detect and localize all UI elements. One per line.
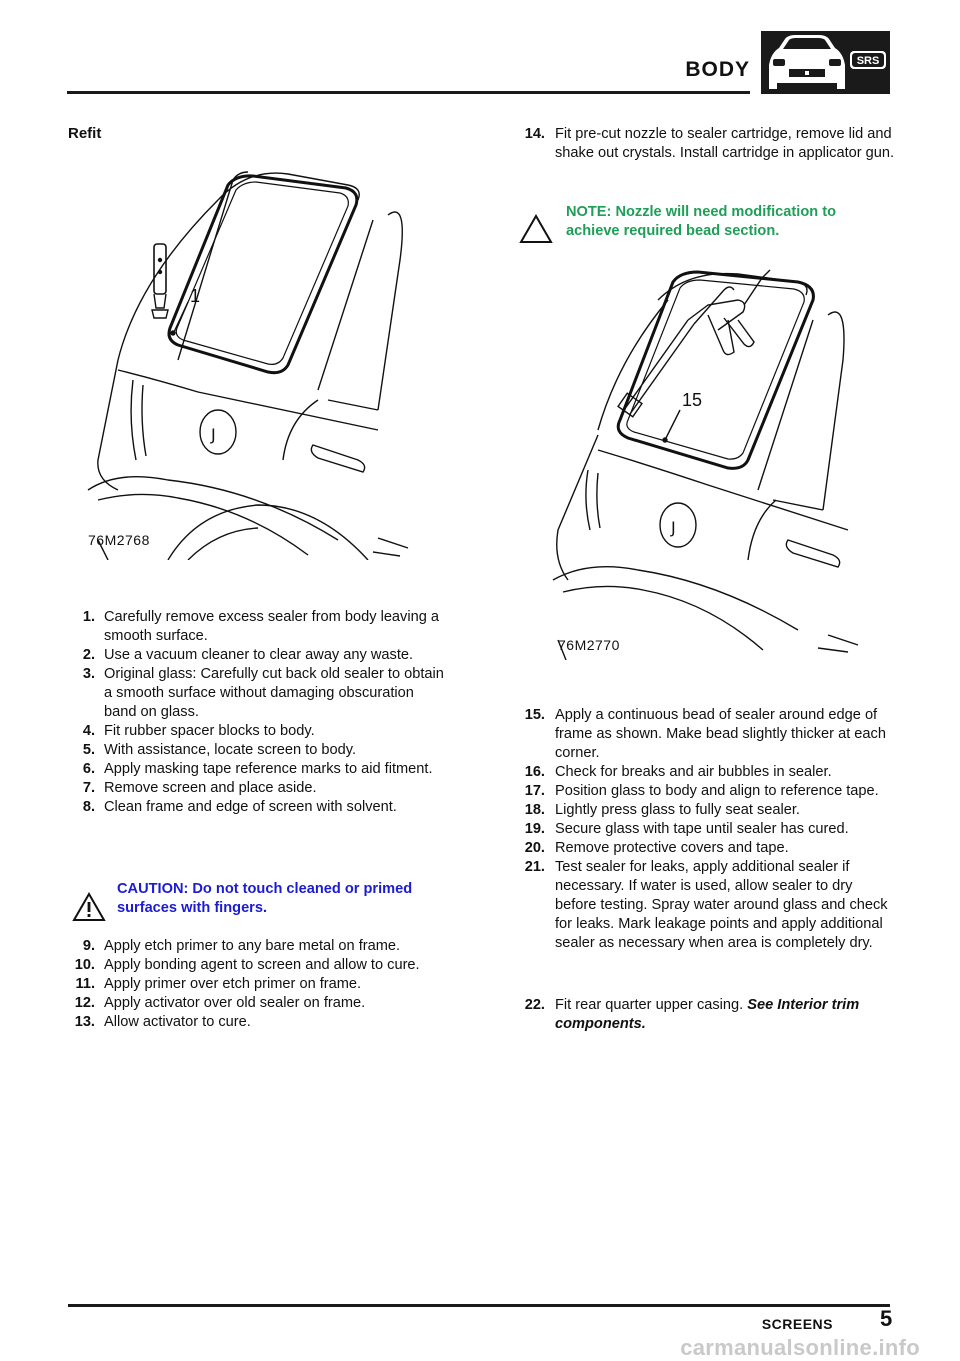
list-item: 11.Apply primer over etch primer on fram… [75,976,362,992]
list-item: 2.Use a vacuum cleaner to clear away any… [82,647,414,663]
list-item: 19.Secure glass with tape until sealer h… [524,821,849,837]
list-item: 5.With assistance, locate screen to body… [82,742,356,758]
section-heading: Refit [68,125,102,142]
list-item: 14.Fit pre-cut nozzle to sealer cartridg… [524,126,895,161]
step-text: Fit rear quarter upper casing. [555,997,744,1013]
list-item: 21.Test sealer for leaks, apply addition… [524,859,888,951]
srs-logo-text: SRS [857,55,880,67]
svg-text:J: J [670,518,676,537]
list-item: 13.Allow activator to cure. [74,1014,251,1030]
steps-list-a: 1.Carefully remove excess sealer from bo… [68,608,448,817]
callout-label: 15 [682,390,702,410]
list-item: 7.Remove screen and place aside. [82,780,317,796]
list-item: 16.Check for breaks and air bubbles in s… [524,764,832,780]
step-22: 22. Fit rear quarter upper casing. See I… [511,996,896,1034]
list-item: 1.Carefully remove excess sealer from bo… [82,609,439,644]
figure-76M2770: 15 J 76M2770 [548,260,868,661]
watermark: carmanualsonline.info [680,1335,920,1360]
header-rule [67,91,750,94]
steps-list-b: 9.Apply etch primer to any bare metal on… [68,937,448,1032]
car-front-icon: SRS [761,31,890,94]
page-number: 5 [880,1306,893,1331]
caution-text: CAUTION: Do not touch cleaned or primed … [117,881,413,916]
footer-rule [68,1304,890,1307]
list-item: 10.Apply bonding agent to screen and all… [74,957,420,973]
svg-text:J: J [210,425,216,444]
list-item: 12.Apply activator over old sealer on fr… [74,995,366,1011]
figure-id: 76M2770 [558,637,620,653]
footer-section-title: SCREENS [761,1316,833,1332]
figure-76M2768: 1 J 76M2768 [78,160,458,561]
srs-logo: SRS [761,31,890,94]
list-item: 20.Remove protective covers and tape. [524,840,789,856]
list-item: 18.Lightly press glass to fully seat sea… [524,802,800,818]
note-text: NOTE: Nozzle will need modification to a… [566,204,836,239]
section-title: BODY [685,58,750,81]
note-triangle-icon [519,213,553,249]
list-item: 6.Apply masking tape reference marks to … [82,761,433,777]
callout-label: 1 [190,286,200,306]
cross-reference-link[interactable]: See Interior trim components. [555,997,860,1032]
warning-icon [72,891,106,927]
figure-id: 76M2768 [88,532,150,548]
steps-list-c: 15.Apply a continuous bead of sealer aro… [511,706,896,953]
vehicle-rear-quarter-illustration: 1 J [87,171,409,561]
list-item: 3.Original glass: Carefully cut back old… [82,666,444,720]
list-item: 15.Apply a continuous bead of sealer aro… [524,707,886,761]
list-item: 9.Apply etch primer to any bare metal on… [82,938,401,954]
step-14: 14.Fit pre-cut nozzle to sealer cartridg… [511,125,896,163]
list-item: 8.Clean frame and edge of screen with so… [82,799,397,815]
list-item: 22. Fit rear quarter upper casing. See I… [524,997,860,1032]
sealer-gun-illustration: 15 J [552,269,859,661]
list-item: 4.Fit rubber spacer blocks to body. [82,723,315,739]
list-item: 17.Position glass to body and align to r… [524,783,879,799]
